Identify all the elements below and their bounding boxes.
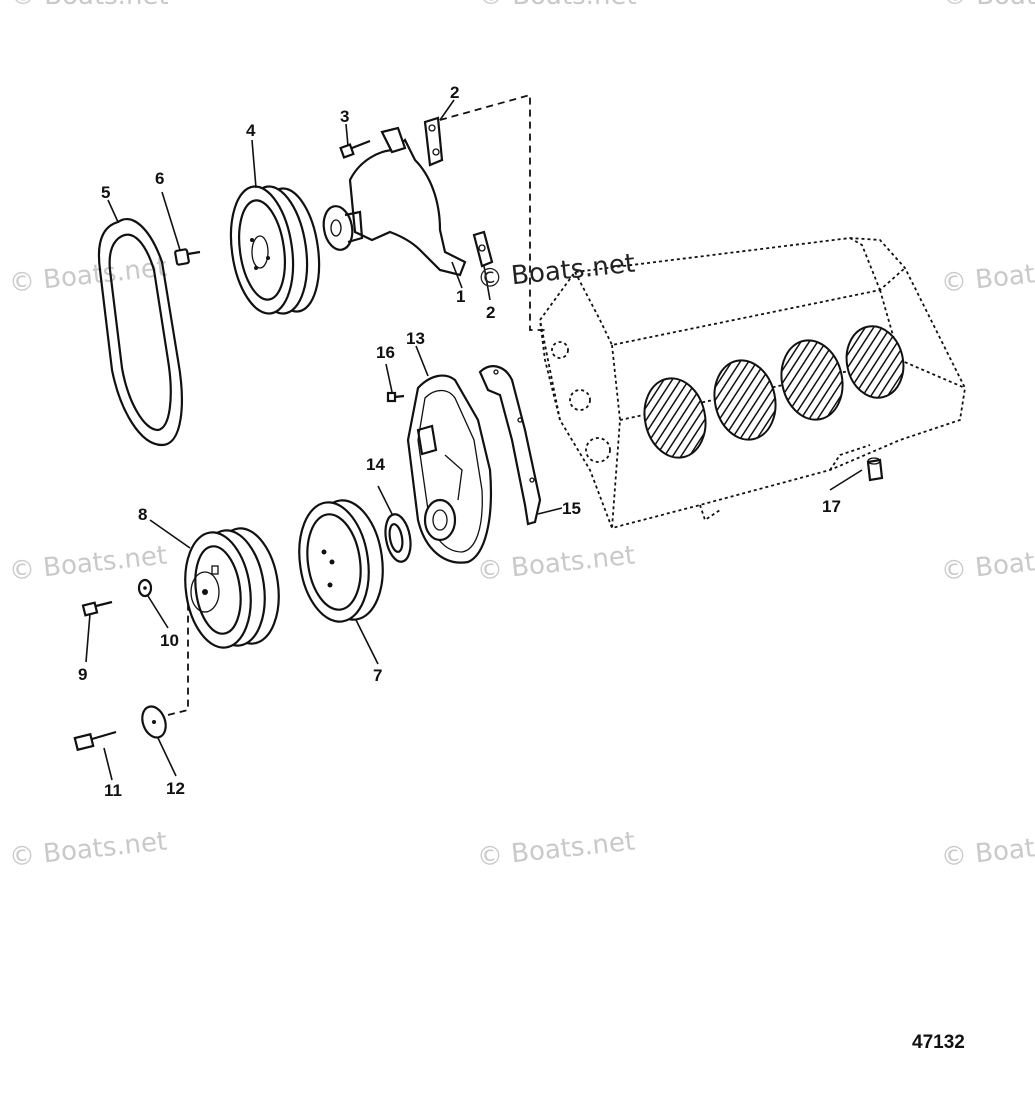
pump-gasket-upper bbox=[423, 116, 444, 167]
crankshaft-pulley bbox=[184, 527, 280, 649]
washer-10 bbox=[137, 578, 153, 598]
callout-7: 7 bbox=[373, 666, 382, 685]
harmonic-balancer bbox=[298, 499, 384, 623]
callout-11: 11 bbox=[104, 781, 122, 800]
callout-13: 13 bbox=[406, 329, 425, 348]
callout-16: 16 bbox=[376, 343, 395, 362]
cylinder-bore-3 bbox=[780, 339, 844, 421]
timing-cover bbox=[406, 374, 493, 564]
watermark-row1-right: © Boats bbox=[940, 258, 1035, 299]
bolt-11 bbox=[73, 730, 117, 752]
callout-17: 17 bbox=[822, 497, 841, 516]
callout-8: 8 bbox=[138, 505, 147, 524]
callout-6: 6 bbox=[155, 169, 164, 188]
cylinder-bore-4 bbox=[845, 325, 905, 399]
watermark-row1-center: © Boats.net bbox=[476, 249, 637, 295]
engine-block-phantom bbox=[539, 237, 966, 530]
drive-belt bbox=[97, 218, 183, 447]
callout-14: 14 bbox=[366, 455, 385, 474]
leader-lines bbox=[85, 99, 863, 781]
watermark-layer: © Boats.net © Boats.net © Boats © Boats.… bbox=[8, 0, 1035, 873]
timing-cover-gasket bbox=[478, 365, 542, 526]
watermark-row3-center: © Boats.net bbox=[476, 827, 637, 873]
callout-9: 9 bbox=[78, 665, 87, 684]
bolt-3 bbox=[339, 139, 371, 159]
watermark-row3-right: © Boats bbox=[940, 832, 1035, 873]
callout-12: 12 bbox=[166, 779, 185, 798]
callout-5: 5 bbox=[101, 183, 110, 202]
watermark-row2-right: © Boats bbox=[940, 546, 1035, 587]
water-pump bbox=[322, 126, 467, 277]
diagram-number: 47132 bbox=[912, 1032, 965, 1053]
watermark-row1-left: © Boats.net bbox=[8, 253, 169, 299]
washer-to-pulley-dashed-line bbox=[167, 600, 189, 716]
callout-15: 15 bbox=[562, 499, 581, 518]
pump-gasket-lower bbox=[472, 230, 494, 268]
watermark-top-center: © Boats.net bbox=[478, 0, 637, 11]
water-pump-pulley bbox=[229, 185, 321, 315]
cylinder-bore-2 bbox=[713, 359, 777, 441]
watermark-row3-left: © Boats.net bbox=[8, 827, 169, 873]
cylinder-bore-1 bbox=[643, 377, 707, 459]
watermark-row2-center: © Boats.net bbox=[476, 541, 637, 587]
watermark-top-left: © Boats.net bbox=[10, 0, 169, 11]
callout-4: 4 bbox=[246, 121, 256, 140]
dowel-pin-17 bbox=[866, 457, 884, 482]
pump-to-block-dashed-line bbox=[439, 93, 545, 331]
callout-2-lower: 2 bbox=[486, 303, 495, 322]
washer-plate-12 bbox=[141, 705, 167, 739]
watermark-top-right: © Boats bbox=[942, 0, 1035, 11]
callout-labels: 1 2 2 3 4 5 6 7 8 9 10 11 12 13 14 15 16… bbox=[78, 83, 841, 800]
bolt-9 bbox=[81, 600, 113, 617]
callout-10: 10 bbox=[160, 631, 179, 650]
callout-3: 3 bbox=[340, 107, 349, 126]
bolt-6 bbox=[174, 248, 201, 266]
front-seal bbox=[384, 513, 412, 563]
screw-16 bbox=[386, 391, 405, 403]
callout-2-upper: 2 bbox=[450, 83, 459, 102]
callout-1: 1 bbox=[456, 287, 465, 306]
